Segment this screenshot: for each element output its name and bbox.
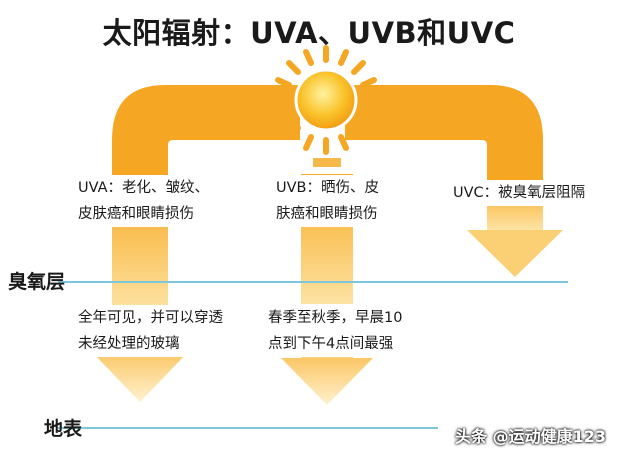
- uvb-effect-line2: 肤癌和眼睛损伤: [276, 206, 378, 222]
- sun-icon: [271, 45, 381, 155]
- uva-effect-line2: 皮肤癌和眼睛损伤: [78, 206, 194, 222]
- ozone-layer-label: 臭氧层: [8, 271, 66, 293]
- page-title: 太阳辐射：UVA、UVB和UVC: [102, 16, 516, 50]
- ground-line: [58, 427, 438, 429]
- uvb-effect-line1: UVB：晒伤、皮: [276, 180, 379, 196]
- uvc-effect-line1: UVC：被臭氧层阻隔: [453, 185, 586, 201]
- ground-label: 地表: [44, 418, 83, 440]
- uvb-reach-text: 春季至秋季，早晨10 点到下午4点间最强: [264, 305, 407, 357]
- uva-effect-line1: UVA：老化、皱纹、: [78, 180, 210, 196]
- uvb-reach-line2: 点到下午4点间最强: [268, 336, 394, 352]
- uva-reach-line1: 全年可见，并可以穿透: [78, 310, 223, 326]
- uva-effect-text: UVA：老化、皱纹、 皮肤癌和眼睛损伤: [74, 175, 214, 227]
- watermark: 头条 @运动健康123: [455, 427, 606, 446]
- ozone-line: [58, 281, 568, 283]
- uvb-reach-line1: 春季至秋季，早晨10: [268, 310, 403, 326]
- uva-reach-text: 全年可见，并可以穿透 未经处理的玻璃: [74, 305, 227, 357]
- uvc-effect-text: UVC：被臭氧层阻隔: [449, 180, 590, 206]
- uvb-effect-text: UVB：晒伤、皮 肤癌和眼睛损伤: [272, 175, 383, 227]
- uva-reach-line2: 未经处理的玻璃: [78, 336, 180, 352]
